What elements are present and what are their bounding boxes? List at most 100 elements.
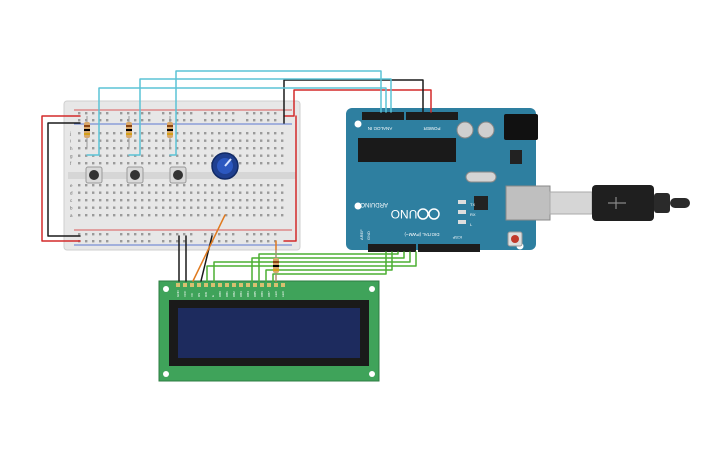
breadboard-hole: [253, 154, 256, 157]
breadboard-hole: [134, 206, 137, 209]
breadboard-hole: [113, 214, 116, 217]
breadboard-hole: [120, 147, 123, 150]
wire-green-5: [265, 251, 393, 282]
row-letter-b: b: [70, 206, 73, 211]
breadboard-hole: [176, 154, 179, 157]
breadboard-hole: [239, 154, 242, 157]
breadboard-hole: [99, 154, 102, 157]
breadboard-hole: [253, 119, 256, 122]
breadboard-hole: [218, 119, 221, 122]
breadboard-hole: [92, 112, 95, 115]
lcd-pin: [246, 283, 250, 287]
breadboard-hole: [225, 233, 228, 236]
row-letter-e: e: [70, 183, 73, 188]
breadboard-hole: [176, 214, 179, 217]
breadboard-hole: [176, 162, 179, 165]
analog-header: [362, 112, 404, 120]
breadboard-hole: [274, 199, 277, 202]
breadboard-hole: [218, 112, 221, 115]
lcd-pin-label: LED: [281, 290, 285, 297]
breadboard-hole: [106, 240, 109, 243]
breadboard-hole: [183, 119, 186, 122]
breadboard-hole: [120, 139, 123, 142]
breadboard-hole: [190, 214, 193, 217]
breadboard-hole: [176, 184, 179, 187]
breadboard-hole: [92, 132, 95, 135]
breadboard-hole: [106, 139, 109, 142]
breadboard-hole: [78, 206, 81, 209]
breadboard-hole: [127, 214, 130, 217]
breadboard-hole: [183, 154, 186, 157]
breadboard-hole: [267, 240, 270, 243]
row-letter-g: g: [70, 154, 73, 159]
breadboard-hole: [120, 154, 123, 157]
breadboard-hole: [183, 184, 186, 187]
atmega-chip: [358, 138, 456, 162]
breadboard-hole: [176, 233, 179, 236]
breadboard-hole: [155, 147, 158, 150]
breadboard-hole: [218, 206, 221, 209]
breadboard-hole: [106, 132, 109, 135]
breadboard-hole: [260, 214, 263, 217]
row-letter-j: j: [69, 131, 71, 136]
power-jack: [504, 114, 538, 140]
breadboard-hole: [260, 240, 263, 243]
breadboard-hole: [204, 233, 207, 236]
breadboard-hole: [211, 119, 214, 122]
usb-port: [505, 185, 551, 221]
breadboard-hole: [260, 132, 263, 135]
breadboard-hole: [148, 184, 151, 187]
breadboard-hole: [106, 154, 109, 157]
breadboard-hole: [141, 233, 144, 236]
breadboard-hole: [176, 199, 179, 202]
lcd-pin: [253, 283, 257, 287]
breadboard-hole: [127, 240, 130, 243]
breadboard-hole: [281, 162, 284, 165]
breadboard-hole: [85, 154, 88, 157]
lcd-pin: [232, 283, 236, 287]
breadboard-hole: [211, 206, 214, 209]
breadboard-hole: [239, 199, 242, 202]
breadboard-hole: [218, 139, 221, 142]
breadboard-hole: [148, 132, 151, 135]
breadboard-hole: [134, 139, 137, 142]
breadboard-hole: [85, 199, 88, 202]
breadboard-hole: [246, 233, 249, 236]
arduino-brand: ARDUINO: [360, 201, 388, 207]
breadboard-hole: [253, 233, 256, 236]
breadboard-hole: [225, 199, 228, 202]
breadboard-hole: [204, 147, 207, 150]
breadboard-hole: [253, 191, 256, 194]
potentiometer: [211, 152, 239, 180]
breadboard-hole: [183, 139, 186, 142]
breadboard-hole: [190, 154, 193, 157]
breadboard-hole: [211, 233, 214, 236]
breadboard-hole: [169, 191, 172, 194]
lcd-pin-label: DB4: [246, 291, 250, 297]
breadboard-hole: [106, 206, 109, 209]
breadboard-hole: [253, 184, 256, 187]
breadboard-hole: [267, 214, 270, 217]
breadboard-hole: [148, 199, 151, 202]
breadboard-hole: [99, 214, 102, 217]
breadboard-hole: [225, 112, 228, 115]
lcd-pin-label: GND: [176, 290, 180, 298]
breadboard-hole: [204, 206, 207, 209]
breadboard-hole: [127, 119, 130, 122]
breadboard-hole: [190, 147, 193, 150]
lcd-pin-label: DB7: [267, 291, 271, 297]
gnd-label: GND: [366, 231, 371, 240]
breadboard-hole: [246, 154, 249, 157]
breadboard-hole: [162, 214, 165, 217]
breadboard-hole: [183, 199, 186, 202]
breadboard-hole: [113, 154, 116, 157]
breadboard-hole: [232, 206, 235, 209]
breadboard-hole: [78, 214, 81, 217]
breadboard-hole: [141, 162, 144, 165]
breadboard-hole: [120, 214, 123, 217]
breadboard-hole: [127, 206, 130, 209]
row-letter-i: i: [70, 139, 71, 144]
breadboard-hole: [134, 147, 137, 150]
breadboard-hole: [127, 139, 130, 142]
